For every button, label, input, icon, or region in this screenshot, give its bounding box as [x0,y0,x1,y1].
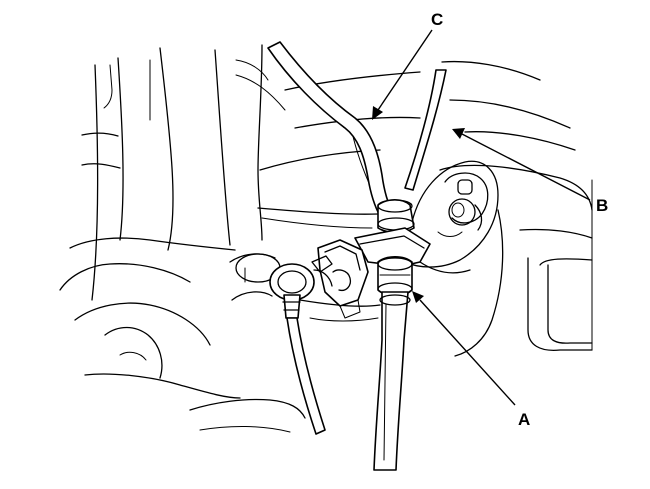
callout-c-label: C [431,10,443,29]
retainer-clip [311,239,369,319]
union-fitting [354,198,431,297]
leader-lines [372,29,591,406]
lower-left-housing [59,237,306,433]
mounting-bracket [404,160,499,274]
left-hose [235,253,333,435]
body-frame-left [81,44,286,301]
callout-b-label: B [596,196,608,215]
brake-line-b [404,69,447,191]
right-bracket-panel [439,164,593,357]
callout-a-label: A [518,410,530,429]
brake-line-c [267,41,394,217]
background-contours [257,60,576,322]
brake-hose-a [373,291,411,471]
